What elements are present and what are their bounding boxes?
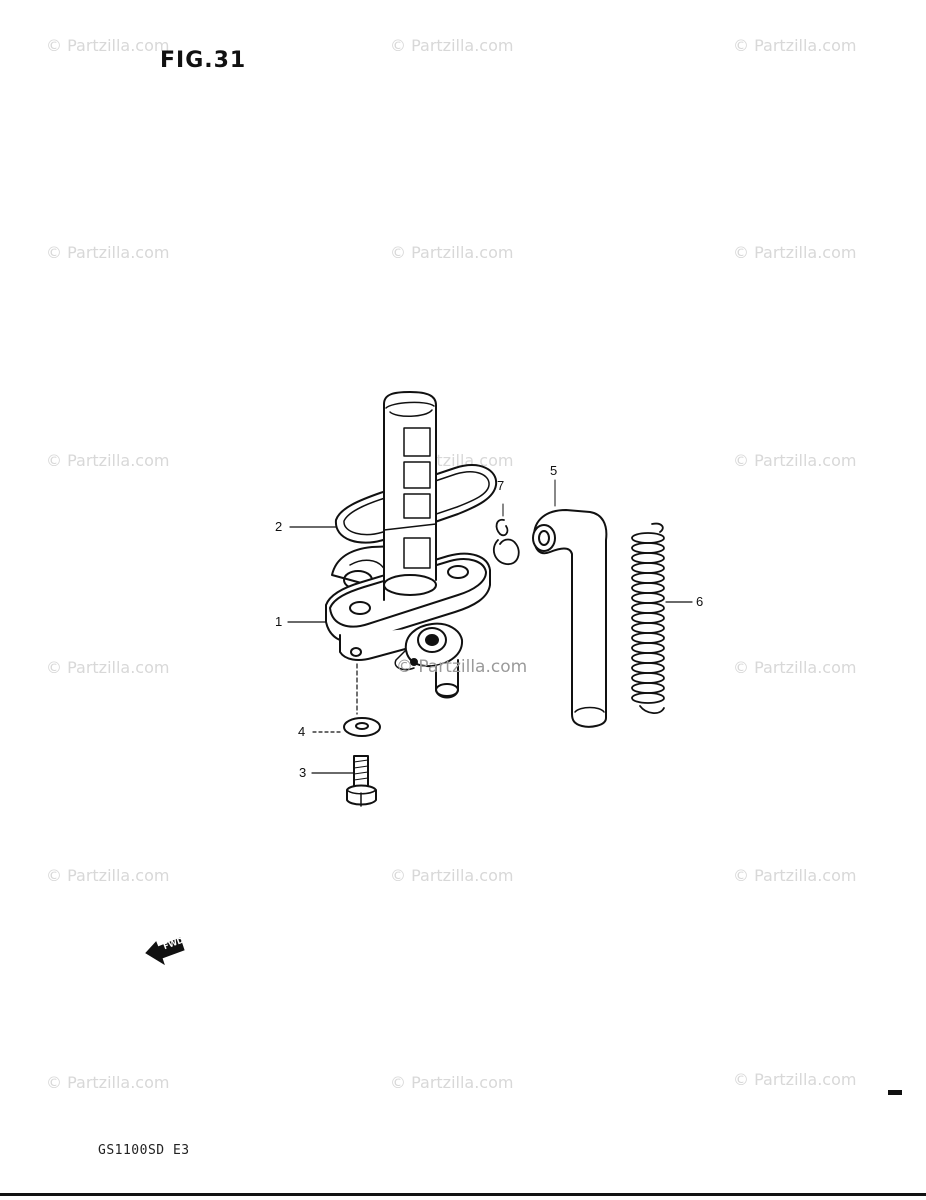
fwd-arrow-icon [145,937,185,966]
watermark: © Partzilla.com [390,36,514,55]
watermark: © Partzilla.com [733,866,857,885]
callout-leaders [287,526,693,774]
watermark: © Partzilla.com [46,658,170,677]
part-3-bolt [346,755,377,807]
corner-mark [888,1090,902,1095]
watermark: © Partzilla.com [46,866,170,885]
callout-7: 7 [497,478,505,493]
watermark: © Partzilla.com [733,451,857,470]
part-6-spring [631,522,665,714]
callout-5: 5 [550,463,558,478]
model-code: GS1100SD E3 [98,1143,190,1158]
watermark: © Partzilla.com [46,1073,170,1092]
watermark: © Partzilla.com [733,1070,857,1089]
callout-1: 1 [275,614,283,629]
watermark: © Partzilla.com [733,658,857,677]
figure-title: FIG.31 [160,48,247,73]
watermark: © Partzilla.com [390,866,514,885]
callout-6: 6 [696,594,704,609]
callout-3: 3 [299,765,307,780]
part-5-hose [532,479,608,728]
watermark: © Partzilla.com [390,1073,514,1092]
part-1-fuel-cock [325,391,491,699]
watermark: © Partzilla.com [390,243,514,262]
watermark: © Partzilla.com [733,243,857,262]
watermark-overlay: © Partzilla.com [396,657,528,677]
watermark: © Partzilla.com [46,243,170,262]
bottom-border [0,1193,926,1196]
part-2-gasket [334,464,498,544]
watermark: © Partzilla.com [733,36,857,55]
part-7-clip [492,503,520,565]
callout-4: 4 [298,724,306,739]
watermark: © Partzilla.com [46,36,170,55]
callout-2: 2 [275,519,283,534]
watermark: © Partzilla.com [46,451,170,470]
part-4-washer [343,717,381,737]
